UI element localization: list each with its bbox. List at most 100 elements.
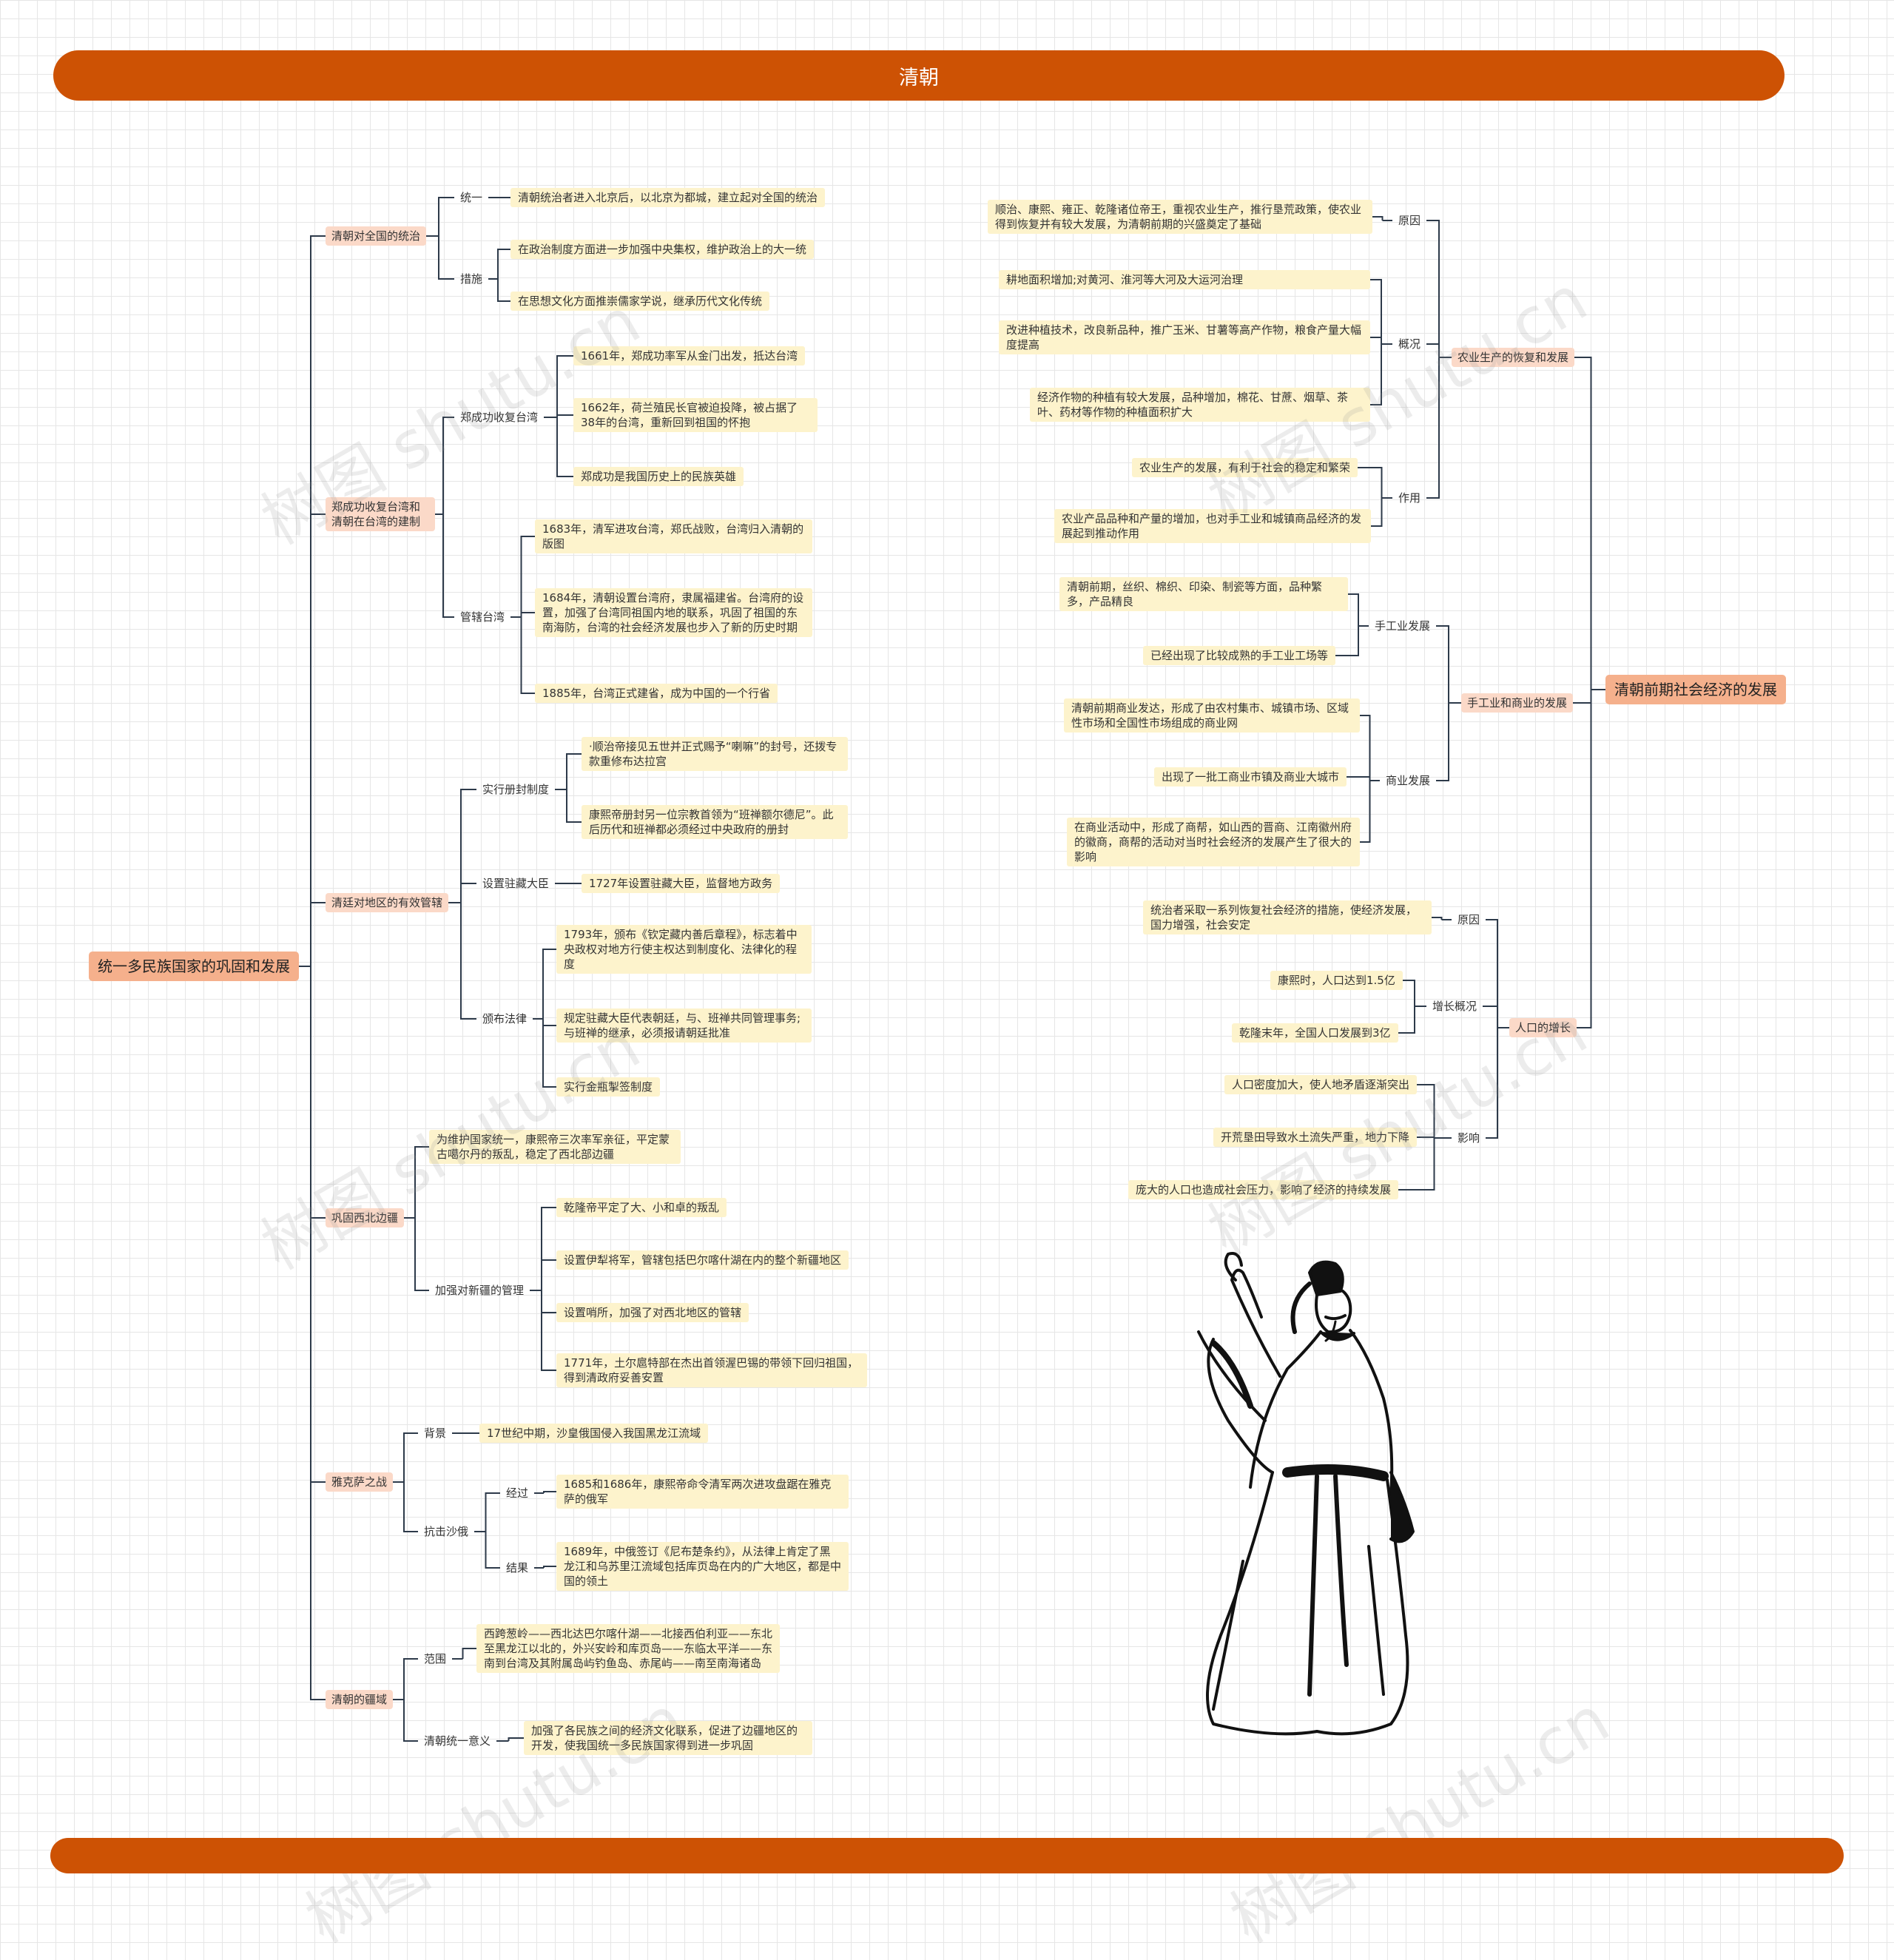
leaf-pop-impact[interactable]: 庞大的人口也造成社会压力，影响了经济的持续发展 (1128, 1180, 1399, 1199)
node-unify[interactable]: 统一 (460, 191, 483, 204)
node-pop-growth[interactable]: 增长概况 (1432, 1000, 1477, 1013)
connector-line (310, 966, 326, 1219)
node-unification[interactable]: 清朝对全国的统治 (326, 226, 427, 246)
node-yaksa-fight[interactable]: 抗击沙俄 (424, 1525, 469, 1538)
connector-line (543, 1491, 556, 1493)
leaf-handicraft[interactable]: 清朝前期，丝织、棉织、印染、制瓷等方面，品种繁多，产品精良 (1059, 577, 1348, 611)
node-agriculture[interactable]: 农业生产的恢复和发展 (1452, 348, 1575, 367)
leaf-xinjiang[interactable]: 设置哨所，加强了对西北地区的管辖 (556, 1303, 749, 1322)
connector-line (497, 279, 510, 302)
node-xinjiang[interactable]: 加强对新疆的管理 (435, 1284, 525, 1297)
connector-line (541, 1207, 556, 1290)
connector-line (1370, 279, 1382, 344)
connector-line (1348, 593, 1359, 626)
leaf-trade[interactable]: 清朝前期商业发达，形成了由农村集市、城镇市场、区域性市场和全国性市场组成的商业网 (1064, 698, 1360, 733)
leaf-trade[interactable]: 在商业活动中，形成了商帮，如山西的晋商、江南徽州府的徽商，商帮的活动对当时社会经… (1067, 818, 1360, 866)
node-handicraft[interactable]: 手工业发展 (1375, 619, 1431, 633)
leaf-agri-overview[interactable]: 耕地面积增加;对黄河、淮河等大河及大运河治理 (999, 270, 1370, 289)
leaf-taiwan-govern[interactable]: 1684年，清朝设置台湾府，隶属福建省。台湾府的设置，加强了台湾同祖国内地的联系… (535, 588, 812, 637)
connector-line (460, 789, 476, 903)
leaf-northwest-kangxi[interactable]: 为维护国家统一，康熙帝三次率军亲征，平定蒙古噶尔丹的叛乱，稳定了西北部边疆 (429, 1130, 681, 1164)
connector-line (1370, 344, 1382, 405)
leaf-agri-effect[interactable]: 农业产品品种和产量的增加，也对手工业和城镇商品经济的发展起到推动作用 (1054, 509, 1371, 543)
left-root-node[interactable]: 统一多民族国家的巩固和发展 (89, 952, 299, 981)
node-measures[interactable]: 措施 (460, 272, 483, 286)
connector-line (1486, 1028, 1498, 1139)
leaf-xinjiang[interactable]: 乾隆帝平定了大、小和卓的叛乱 (556, 1198, 727, 1217)
leaf-tibet-law[interactable]: 实行金瓶掣签制度 (556, 1077, 661, 1097)
node-territory-meaning[interactable]: 清朝统一意义 (424, 1734, 491, 1748)
connector-line (543, 1566, 556, 1568)
connector-line (442, 514, 454, 618)
leaf-taiwan-govern[interactable]: 1683年，清军进攻台湾，郑氏战败，台湾归入清朝的版图 (535, 519, 812, 553)
connector-line (1436, 703, 1449, 781)
leaf-yaksa-bg[interactable]: 17世纪中期，沙皇俄国侵入我国黑龙江流域 (479, 1424, 709, 1443)
node-territory-scope[interactable]: 范围 (424, 1652, 447, 1666)
leaf-pop-growth[interactable]: 乾隆末年，全国人口发展到3亿 (1232, 1023, 1398, 1043)
node-taiwan-govern[interactable]: 管辖台湾 (460, 610, 505, 624)
node-agri-effect[interactable]: 作用 (1398, 491, 1421, 505)
node-yaksa-course[interactable]: 经过 (506, 1486, 529, 1500)
leaf-tibet-ceremony[interactable]: ·顺治帝接见五世并正式赐予“喇嘛”的封号，还拨专款重修布达拉宫 (582, 737, 848, 771)
connector-line (542, 1019, 556, 1026)
leaf-taiwan-recover[interactable]: 1661年，郑成功率军从金门出发，抵达台湾 (573, 346, 806, 366)
connector-line (1432, 917, 1443, 920)
page-title: 清朝 (899, 66, 939, 90)
node-tibet-minister[interactable]: 设置驻藏大臣 (482, 877, 550, 890)
connector-line (542, 1019, 556, 1088)
connector-line (414, 1218, 429, 1291)
node-yaksa-bg[interactable]: 背景 (424, 1427, 447, 1440)
leaf-xinjiang[interactable]: 1771年，土尔扈特部在杰出首领渥巴锡的带领下回归祖国，得到清政府妥善安置 (556, 1353, 867, 1387)
node-taiwan[interactable]: 郑成功收复台湾和清朝在台湾的建制 (326, 497, 435, 531)
leaf-agri-overview[interactable]: 改进种植技术，改良新品种，推广玉米、甘薯等高产作物，粮食产量大幅度提高 (999, 320, 1370, 354)
node-trade[interactable]: 商业发展 (1386, 774, 1431, 787)
connector-line (310, 966, 326, 1483)
leaf-measure[interactable]: 在思想文化方面推崇儒家学说，继承历代文化传统 (510, 292, 770, 311)
right-root-node[interactable]: 清朝前期社会经济的发展 (1605, 675, 1786, 704)
leaf-tibet-law[interactable]: 1793年，颁布《钦定藏内善后章程》，标志着中央政权对地方行使主权达到制度化、法… (556, 925, 812, 974)
leaf-taiwan-govern[interactable]: 1885年，台湾正式建省，成为中国的一个行省 (535, 684, 778, 703)
node-pop-reason[interactable]: 原因 (1457, 913, 1480, 926)
connector-line (310, 966, 326, 1700)
node-tibet-law[interactable]: 颁布法律 (482, 1012, 528, 1026)
leaf-trade[interactable]: 出现了一批工商业市镇及商业大城市 (1154, 767, 1347, 787)
node-tibet[interactable]: 清廷对地区的有效管辖 (326, 893, 449, 912)
node-northwest[interactable]: 巩固西北边疆 (326, 1208, 405, 1227)
leaf-tibet-law[interactable]: 规定驻藏大臣代表朝廷，与、班禅共同管理事务;与班禅的继承，必须报请朝廷批准 (556, 1008, 812, 1043)
node-territory[interactable]: 清朝的疆域 (326, 1690, 394, 1709)
leaf-yaksa-course[interactable]: 1685和1686年，康熙帝命令清军两次进攻盘踞在雅克萨的俄军 (556, 1475, 849, 1509)
leaf-tibet-minister[interactable]: 1727年设置驻藏大臣，监督地方政务 (582, 874, 781, 893)
node-pop-impact[interactable]: 影响 (1457, 1131, 1480, 1145)
node-taiwan-recover[interactable]: 郑成功收复台湾 (460, 411, 539, 424)
leaf-xinjiang[interactable]: 设置伊犁将军，管辖包括巴尔喀什湖在内的整个新疆地区 (556, 1250, 849, 1270)
leaf-taiwan-recover[interactable]: 郑成功是我国历史上的民族英雄 (573, 467, 744, 486)
leaf-agri-reason[interactable]: 顺治、康熙、雍正、乾隆诸位帝王，重视农业生产，推行垦荒政策，使农业得到恢复并有较… (988, 200, 1372, 234)
connector-line (497, 249, 510, 279)
node-yaksa-result[interactable]: 结果 (506, 1561, 529, 1575)
leaf-territory-scope[interactable]: 西跨葱岭——西北达巴尔喀什湖——北接西伯利亚——东北至黑龙江以北的，外兴安岭和库… (476, 1624, 780, 1673)
leaf-pop-reason[interactable]: 统治者采取一系列恢复社会经济的措施，使经济发展，国力增强，社会安定 (1143, 900, 1432, 934)
node-population[interactable]: 人口的增长 (1509, 1018, 1577, 1037)
node-yaksa[interactable]: 雅克萨之战 (326, 1472, 394, 1492)
leaf-measure[interactable]: 在政治制度方面进一步加强中央集权，维护政治上的大一统 (510, 240, 815, 259)
leaf-tibet-ceremony[interactable]: 康熙帝册封另一位宗教首领为“班禅额尔德尼”。此后历代和班禅都必须经过中央政府的册… (582, 805, 848, 839)
leaf-pop-impact[interactable]: 人口密度加大，使人地矛盾逐渐突出 (1224, 1075, 1418, 1094)
leaf-pop-impact[interactable]: 开荒垦田导致水土流失严重，地力下降 (1213, 1128, 1418, 1147)
leaf-agri-effect[interactable]: 农业生产的发展，有利于社会的稳定和繁荣 (1132, 458, 1358, 477)
leaf-pop-growth[interactable]: 康熙时，人口达到1.5亿 (1270, 971, 1403, 990)
connector-line (566, 789, 582, 823)
connector-line (1574, 357, 1592, 690)
leaf-territory-meaning[interactable]: 加强了各民族之间的经济文化联系，促进了边疆地区的开发，使我国统一多民族国家得到进… (524, 1721, 812, 1755)
connector-line (403, 1658, 418, 1700)
node-agri-reason[interactable]: 原因 (1398, 214, 1421, 227)
leaf-yaksa-result[interactable]: 1689年，中俄签订《尼布楚条约》，从法律上肯定了黑龙江和乌苏里江流域包括库页岛… (556, 1542, 849, 1591)
scholar-figure-image (1197, 1252, 1415, 1736)
node-agri-overview[interactable]: 概况 (1398, 337, 1421, 351)
node-commerce[interactable]: 手工业和商业的发展 (1461, 693, 1574, 713)
leaf-unify-text[interactable]: 清朝统治者进入北京后，以北京为都城，建立起对全国的统治 (510, 188, 826, 207)
leaf-handicraft[interactable]: 已经出现了比较成熟的手工业工场等 (1143, 646, 1336, 665)
leaf-taiwan-recover[interactable]: 1662年，荷兰殖民长官被迫投降，被占据了38年的台湾，重新回到祖国的怀抱 (573, 398, 818, 432)
node-tibet-ceremony[interactable]: 实行册封制度 (482, 783, 550, 796)
leaf-agri-overview[interactable]: 经济作物的种植有较大发展，品种增加，棉花、甘蔗、烟草、茶叶、药材等作物的种植面积… (1030, 388, 1370, 422)
